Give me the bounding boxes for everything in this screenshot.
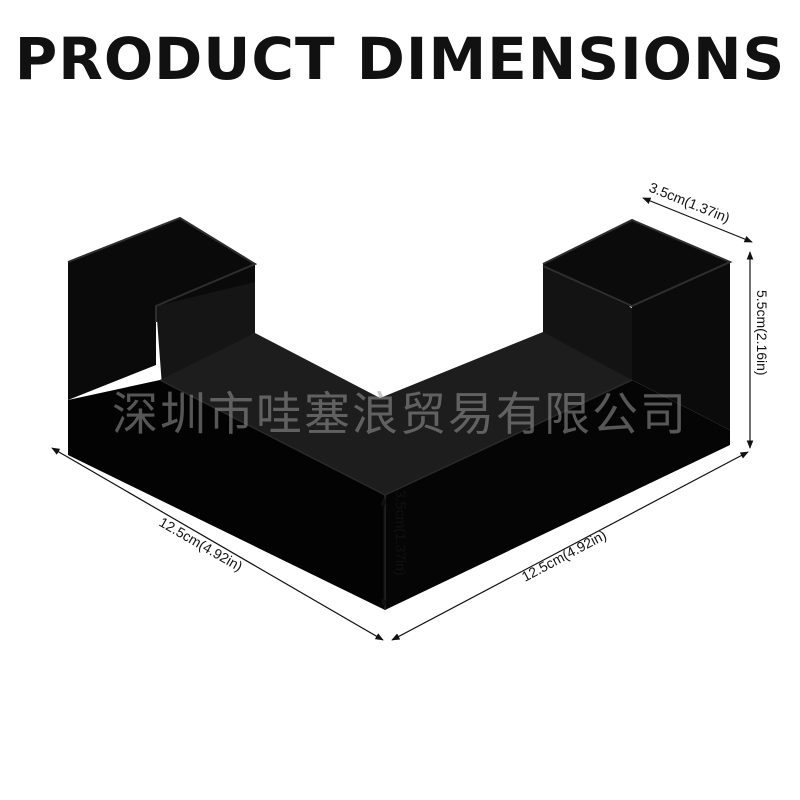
- right-rim: [542, 218, 733, 308]
- top-depth-arrow: [642, 197, 753, 243]
- page-title: PRODUCT DIMENSIONS: [14, 25, 786, 93]
- right-back-wall: [543, 220, 730, 430]
- right-length-arrow: [391, 451, 749, 641]
- top-depth-label: 3.5cm(1.37in): [647, 179, 732, 226]
- right-inner-wall: [543, 266, 632, 382]
- left-inner-wall: [156, 282, 255, 386]
- left-rim: [67, 216, 258, 322]
- floor-surface: [160, 332, 632, 495]
- left-length-arrow: [51, 447, 384, 641]
- right-height-label: 5.5cm(2.16in): [754, 290, 770, 376]
- watermark-text: 深圳市哇塞浪贸易有限公司: [112, 387, 688, 441]
- front-height-label: 3.5cm(1.37in): [393, 490, 409, 576]
